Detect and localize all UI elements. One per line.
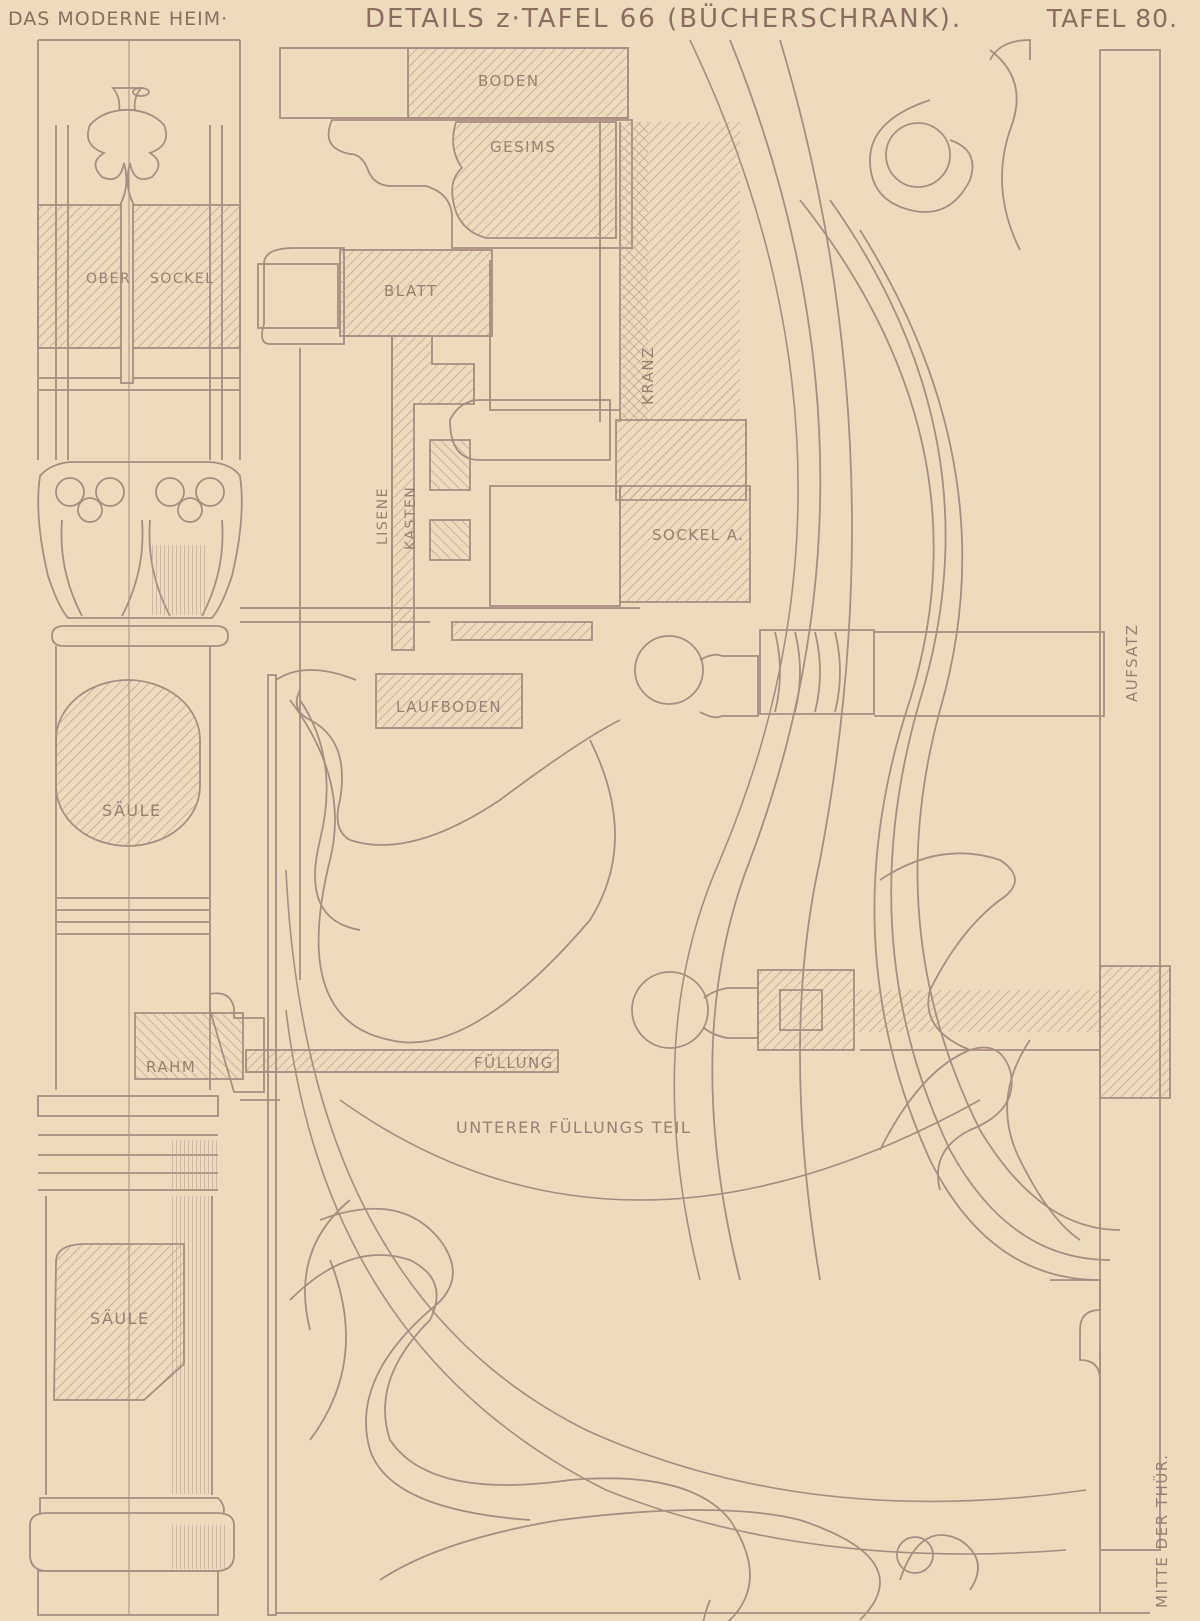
label-ober: OBER xyxy=(86,271,131,287)
label-kranz: KRANZ xyxy=(639,346,657,405)
label-saeule-1: SÄULE xyxy=(102,801,162,820)
label-saeule-2: SÄULE xyxy=(90,1309,150,1328)
label-mitte-der-thuer: MITTE DER THÜR. xyxy=(1152,1454,1171,1608)
pillar-elevation xyxy=(29,39,244,1616)
label-blatt: BLATT xyxy=(384,282,438,300)
header-title: DETAILS z·TAFEL 66 (BÜCHERSCHRANK). xyxy=(365,4,963,34)
label-fuellung: FÜLLUNG xyxy=(474,1053,554,1072)
cornice-section xyxy=(209,47,1171,1101)
drawing-labels: BODEN GESIMS BLATT KRANZ OBER SOCKEL LIS… xyxy=(86,72,1171,1608)
label-rahm: RAHM xyxy=(146,1058,196,1076)
label-gesims: GESIMS xyxy=(490,138,557,156)
label-aufsatz: AUFSATZ xyxy=(1123,624,1141,702)
label-sockel-a: SOCKEL A. xyxy=(652,526,745,544)
door-panel-ornament xyxy=(267,39,1161,1621)
label-lisene: LISENE xyxy=(375,487,391,545)
label-sockel-top: SOCKEL xyxy=(150,271,215,287)
header-left: DAS MODERNE HEIM· xyxy=(8,8,229,30)
label-boden: BODEN xyxy=(478,72,540,90)
label-unterer-fuellungsteil: UNTERER FÜLLUNGS TEIL xyxy=(456,1118,691,1137)
label-laufboden: LAUFBODEN xyxy=(396,698,502,716)
label-kasten: KASTEN xyxy=(403,486,419,550)
header-plate-number: TAFEL 80. xyxy=(1046,4,1178,33)
